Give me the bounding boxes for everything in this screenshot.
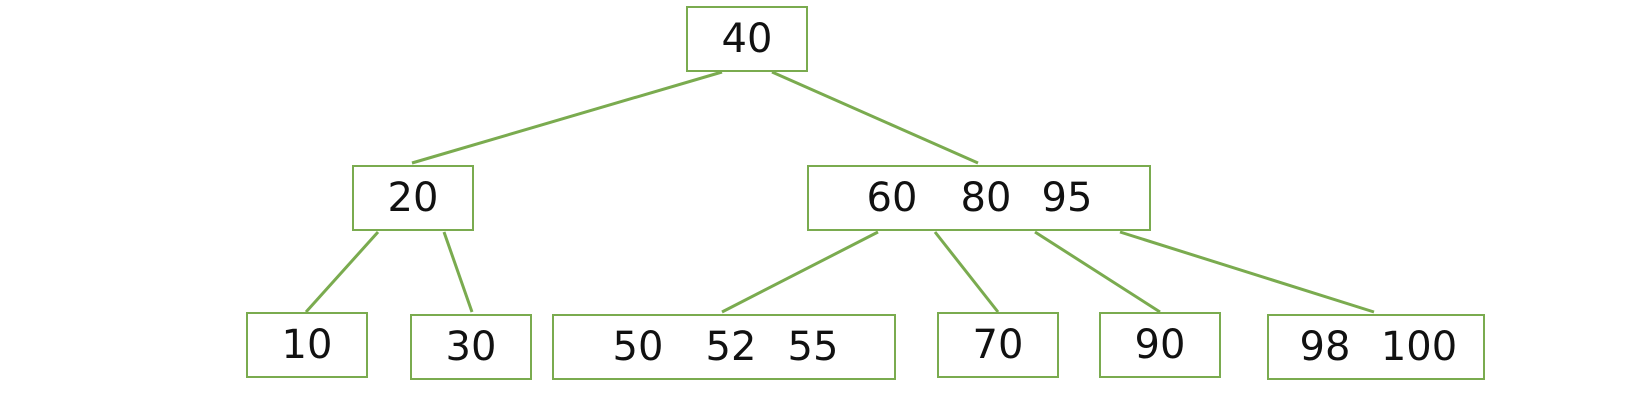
node-key: 98 (1299, 324, 1351, 370)
tree-node-50-52-55: 50 52 55 (552, 314, 896, 380)
tree-node-10: 10 (246, 312, 368, 378)
tree-node-70: 70 (937, 312, 1059, 378)
node-key: 60 (866, 175, 918, 221)
node-key: 50 (612, 324, 664, 370)
node-key: 100 (1380, 324, 1458, 370)
tree-node-root: 40 (686, 6, 808, 72)
tree-node-60-80-95: 60 80 95 (807, 165, 1151, 231)
node-key: 95 (1041, 175, 1093, 221)
edge-node-60-80-95-to-node-90 (1034, 230, 1161, 314)
node-key: 70 (972, 322, 1024, 368)
edge-root-to-node-20 (411, 70, 723, 165)
edge-root-to-node-60-80-95 (771, 70, 979, 165)
node-key: 30 (445, 324, 497, 370)
node-key: 80 (960, 175, 1012, 221)
tree-node-20: 20 (352, 165, 474, 231)
node-key: 52 (705, 324, 757, 370)
node-key: 55 (787, 324, 839, 370)
edge-node-60-80-95-to-node-98-100 (1119, 230, 1375, 314)
node-key: 90 (1134, 322, 1186, 368)
edge-node-20-to-node-10 (304, 230, 380, 314)
tree-node-30: 30 (410, 314, 532, 380)
node-key: 10 (281, 322, 333, 368)
node-key: 40 (721, 16, 773, 62)
node-key: 20 (387, 175, 439, 221)
tree-node-90: 90 (1099, 312, 1221, 378)
tree-node-98-100: 98 100 (1267, 314, 1485, 380)
edge-node-60-80-95-to-node-50-52-55 (721, 230, 879, 314)
edge-node-60-80-95-to-node-70 (933, 231, 1000, 313)
edge-node-20-to-node-30 (442, 231, 474, 313)
